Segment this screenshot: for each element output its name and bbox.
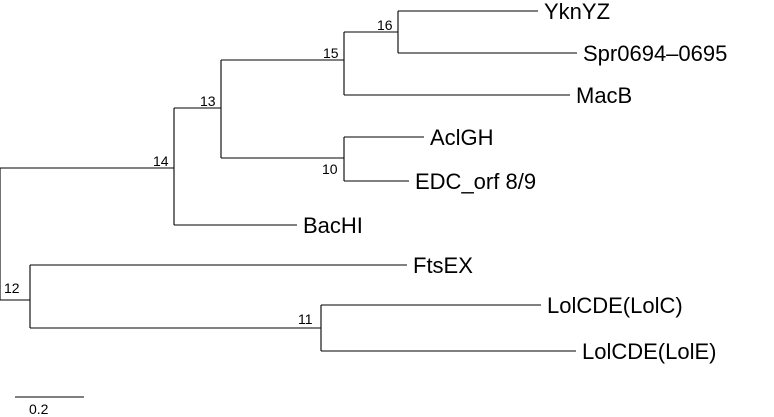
node-label-12: 12 [4,280,20,296]
node-label-10: 10 [322,161,338,177]
leaf-label-yknyz: YknYZ [544,0,610,24]
node-label-13: 13 [200,93,216,109]
node-label-11: 11 [298,311,313,327]
leaf-label-lole: LolCDE(LolE) [582,339,717,364]
leaf-label-edc: EDC_orf 8/9 [415,169,536,194]
leaf-label-aclgh: AclGH [430,125,494,150]
leaf-label-ftsex: FtsEX [413,253,473,278]
scale-bar-label: 0.2 [29,401,49,417]
node-label-16: 16 [377,17,393,33]
node-label-14: 14 [153,153,169,169]
leaf-label-macb: MacB [576,83,632,108]
leaf-label-spr: Spr0694–0695 [583,41,727,66]
node-label-15: 15 [323,45,339,61]
leaf-label-bachi: BacHI [303,213,363,238]
leaf-label-lolc: LolCDE(LolC) [547,293,683,318]
